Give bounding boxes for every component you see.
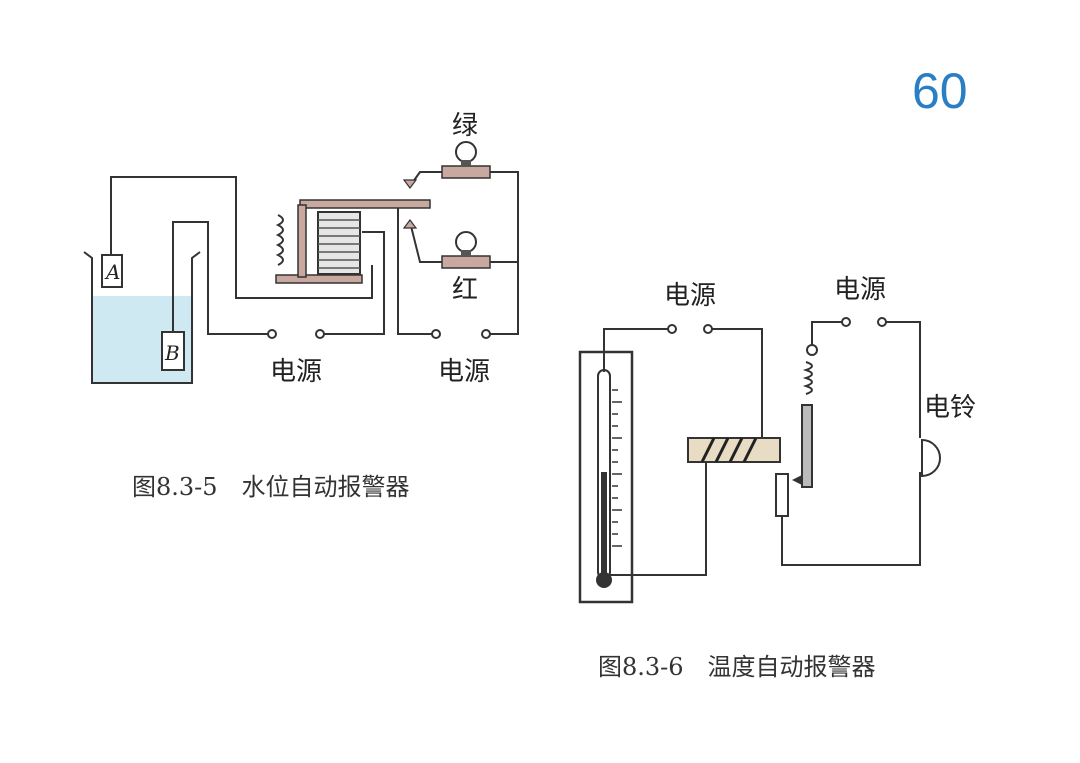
terminals-figure1 [267, 329, 491, 339]
label-bell: 电铃 [924, 393, 976, 423]
wire-thermo-bottom [604, 462, 707, 576]
electromagnet [687, 437, 781, 463]
lamp-red-socket [461, 250, 471, 257]
figure-water-level-alarm: A B [83, 111, 519, 501]
relay-coil-windings [318, 219, 360, 269]
label-power-right-fig1: 电源 [438, 357, 490, 387]
lamp-green-socket [461, 160, 471, 167]
thermometer [578, 350, 634, 604]
lamp-green-bulb [455, 141, 477, 163]
electrode-b: B [161, 331, 185, 371]
armature-pivot [806, 344, 818, 356]
wire-thermo-to-switch [603, 328, 668, 372]
wire-to-red [409, 221, 446, 263]
lamp-green [441, 141, 491, 179]
wire-power2-right [884, 321, 921, 438]
wire-bell-return [781, 472, 921, 566]
wire-to-green [409, 171, 446, 187]
wire-a-to-coil [110, 176, 373, 299]
wire-power2-left [811, 321, 844, 345]
figure-temperature-alarm: 电铃 电源 电源 图8.3-6 温度自动报警器 [578, 275, 976, 681]
terminals-figure2 [667, 317, 887, 334]
lamp-red-base [441, 255, 491, 269]
beaker-outline [83, 251, 201, 384]
lamp-green-base [441, 165, 491, 179]
label-red: 红 [452, 275, 478, 305]
label-power-right-fig2: 电源 [834, 275, 886, 305]
armature-plate [801, 404, 813, 488]
relay-base [275, 274, 363, 284]
thermometer-scale [612, 389, 622, 547]
label-power-left-fig2: 电源 [664, 281, 716, 311]
relay-spring [275, 214, 284, 266]
bell-dome [921, 438, 941, 478]
fixed-contact [775, 473, 789, 517]
relay [275, 179, 418, 284]
contact-top [402, 179, 418, 189]
electrode-b-label: B [164, 341, 180, 365]
wire-switch-to-coil [322, 231, 385, 335]
label-power-left-fig1: 电源 [270, 357, 322, 387]
wire-lever-to-switch [397, 208, 434, 335]
wire-switch-to-electromagnet [710, 328, 763, 440]
caption-figure2: 图8.3-6 温度自动报警器 [598, 653, 876, 681]
lamp-red [441, 231, 491, 269]
wire-b-to-switch [172, 221, 270, 335]
electrode-a: A [101, 254, 123, 288]
wires-figure1 [110, 171, 519, 335]
armature-figure2 [775, 344, 818, 517]
lamp-red-bulb [455, 231, 477, 253]
caption-figure1: 图8.3-5 水位自动报警器 [132, 473, 410, 501]
electrode-a-label: A [104, 260, 120, 284]
thermometer-mercury [601, 472, 607, 578]
page-number: 60 [912, 63, 968, 119]
label-green: 绿 [452, 111, 478, 141]
contact-bottom [402, 219, 418, 229]
electromagnet-core [687, 437, 781, 463]
electromagnet-windings [700, 437, 758, 463]
wires-figure2 [603, 321, 921, 576]
armature-spring [802, 361, 813, 395]
armature-lever [299, 199, 431, 209]
wire-right-bus [488, 171, 519, 335]
relay-coil [317, 211, 361, 275]
electric-bell [921, 438, 941, 478]
armature-contact [792, 475, 802, 485]
relay-post [297, 204, 307, 278]
